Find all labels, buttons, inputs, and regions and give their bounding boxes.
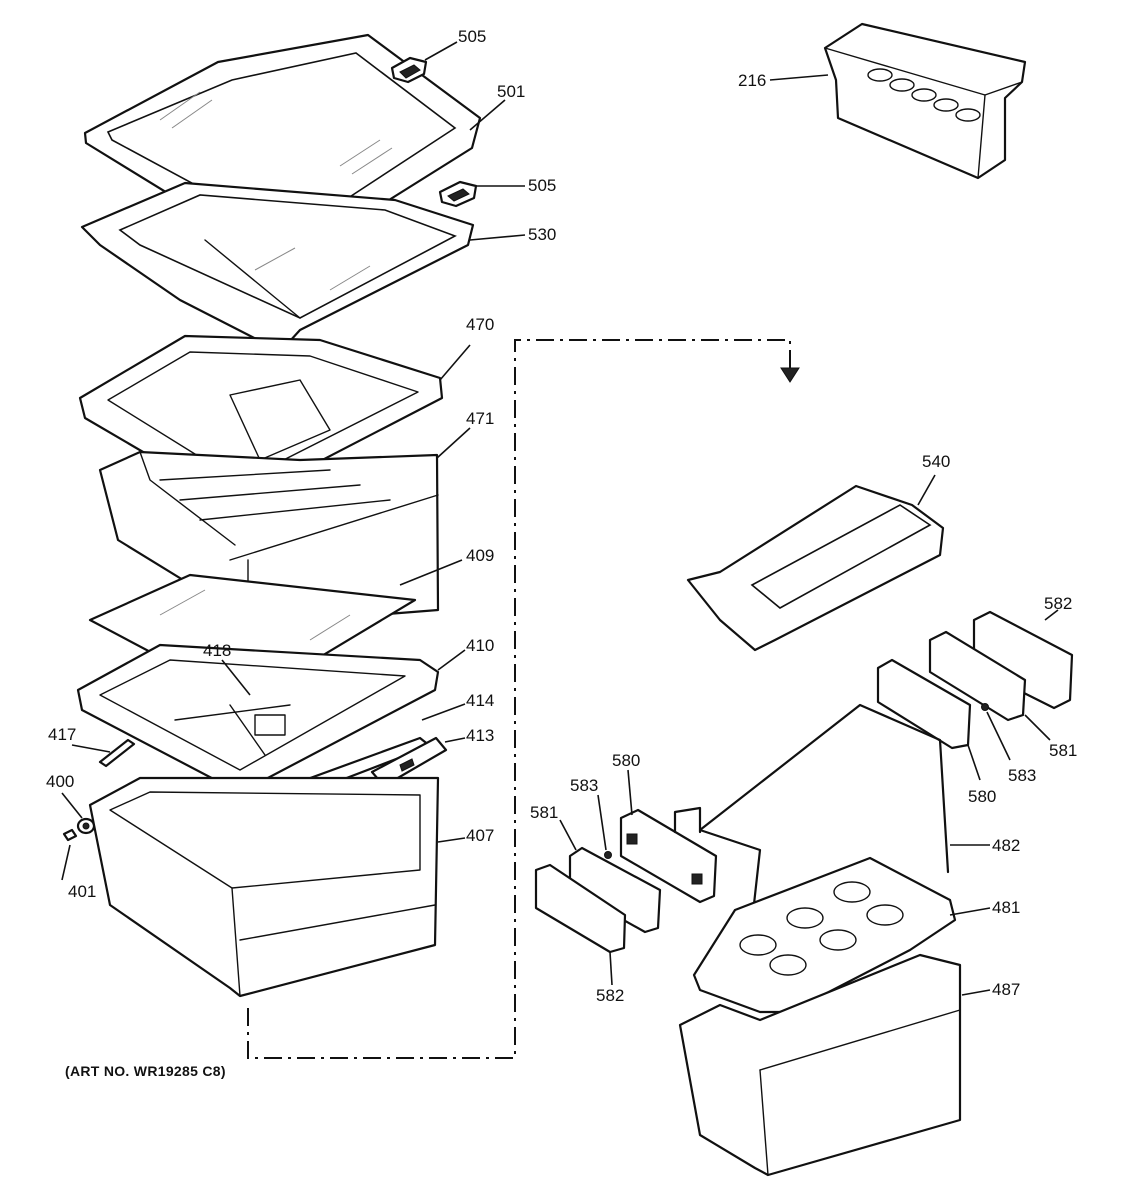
callout-583-right: 583	[1008, 766, 1036, 785]
callout-487: 487	[992, 980, 1020, 999]
callout-216: 216	[738, 71, 766, 90]
callout-581-right: 581	[1049, 741, 1077, 760]
part-410-frame	[76, 643, 440, 792]
callout-501: 501	[497, 82, 525, 101]
part-581-bracket-right	[928, 630, 1027, 722]
part-407-drawer	[88, 776, 440, 998]
callout-407: 407	[466, 826, 494, 845]
callout-505-bottom: 505	[528, 176, 556, 195]
part-583-screw-right	[981, 703, 989, 711]
part-505-clip-bottom	[438, 180, 478, 208]
part-481-egg-tray	[692, 856, 957, 1014]
part-505-clip-top	[390, 56, 428, 84]
callout-409: 409	[466, 546, 494, 565]
callout-401: 401	[68, 882, 96, 901]
part-400-roller	[76, 817, 96, 835]
callout-471: 471	[466, 409, 494, 428]
callout-470: 470	[466, 315, 494, 334]
callout-505-top: 505	[458, 27, 486, 46]
callout-581-left: 581	[530, 803, 558, 822]
callout-labels: 505 501 505 530 216 470 471 409 418 410 …	[46, 27, 1077, 1005]
part-580-mount-left	[619, 808, 718, 904]
part-487-drawer	[678, 953, 962, 1177]
part-540-pan-cover	[686, 484, 945, 652]
callout-580-right: 580	[968, 787, 996, 806]
part-582-cover-left	[534, 863, 627, 954]
callout-leader-lines	[61, 41, 1059, 996]
part-401-screw	[62, 828, 78, 842]
callout-410: 410	[466, 636, 494, 655]
callout-580-left: 580	[612, 751, 640, 770]
callout-414: 414	[466, 691, 494, 710]
callout-413: 413	[466, 726, 494, 745]
part-216-egg-bin	[823, 22, 1027, 180]
callout-400: 400	[46, 772, 74, 791]
callout-583-left: 583	[570, 776, 598, 795]
part-417-rod	[98, 738, 136, 768]
part-530-shelf-frame	[80, 181, 475, 354]
callout-481: 481	[992, 898, 1020, 917]
part-583-screw-left	[604, 851, 612, 859]
assembly-guide-line	[247, 339, 800, 1059]
part-471-pan	[98, 450, 440, 627]
part-501-glass-shelf	[83, 33, 482, 264]
callout-540: 540	[922, 452, 950, 471]
callout-582-right: 582	[1044, 594, 1072, 613]
callout-418: 418	[203, 641, 231, 660]
art-number-label: (ART NO. WR19285 C8)	[65, 1063, 226, 1079]
callout-482: 482	[992, 836, 1020, 855]
callout-582-left: 582	[596, 986, 624, 1005]
callout-530: 530	[528, 225, 556, 244]
callout-417: 417	[48, 725, 76, 744]
